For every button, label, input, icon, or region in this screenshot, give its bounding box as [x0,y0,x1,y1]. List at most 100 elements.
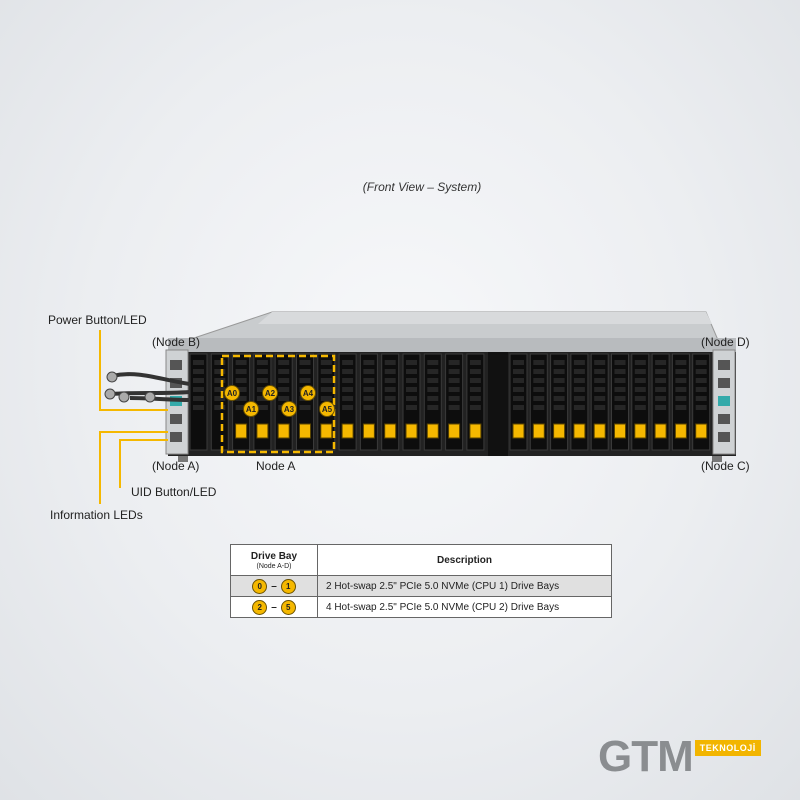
drive-vent [214,396,226,401]
drive-vent [655,405,667,410]
drive-vent [594,378,606,383]
drive-vent [675,378,687,383]
drive-vent [634,396,646,401]
drive-vent [278,378,290,383]
drive-vent [320,396,332,401]
gtm-logo: GTM TEKNOLOJİ [598,735,761,779]
drive-vent [427,360,439,365]
drive-latch [277,423,290,439]
drive-vent [278,369,290,374]
drive-vent [256,360,268,365]
drive-vent [695,396,707,401]
drive-vent [573,360,585,365]
foot-right [712,456,722,462]
view-caption: (Front View – System) [362,180,482,194]
drive-vent [320,387,332,392]
drive-vent [342,396,354,401]
drive-vent [553,369,565,374]
drive-vent [594,405,606,410]
drive-vent [278,396,290,401]
drive-vent [614,405,626,410]
bay-badge-a4: A4 [300,385,316,401]
drive-vent [214,369,226,374]
drive-vent [634,369,646,374]
drive-vent [533,405,545,410]
drive-vent [655,369,667,374]
drive-vent [448,360,460,365]
drive-vent [342,360,354,365]
drive-latch [674,423,687,439]
cable-connector-4 [144,391,156,403]
drive-vent [193,360,204,365]
drive-latch [256,423,269,439]
drive-latch [426,423,439,439]
foot-left [178,456,188,462]
drive-vent [513,396,524,401]
drive-latch [614,423,626,439]
drive-vent [320,369,332,374]
drive-latch [573,423,586,439]
drive-latch [405,423,418,439]
node-a-highlight [220,354,336,454]
drive-vent [193,378,204,383]
drive-vent [469,387,481,392]
drive-vent [634,378,646,383]
cable-1 [111,372,191,386]
right-ear-led-1 [718,360,730,370]
drive-vent [299,378,311,383]
bay-range-end-badge: 1 [280,578,296,594]
power-callout-line [99,330,168,411]
bay-badge-a2: A2 [262,385,278,401]
drive-latch [341,423,354,439]
drive-vent [384,378,396,383]
bay-badge-a5: A5 [319,401,335,417]
drive-latch [695,423,708,439]
drive-vent [469,405,481,410]
drive-vent [655,396,667,401]
left-ear-led-1 [170,360,182,370]
table-header-row: Drive Bay (Node A-D) Description [230,544,612,576]
info-callout-line [99,431,168,504]
drive-latch [235,423,248,439]
drive-vent [193,405,204,410]
left-ear-led-4 [170,414,182,424]
drive-latch [532,423,545,439]
drive-vent [256,405,268,410]
drive-vent [214,360,226,365]
drive-vent [363,360,375,365]
drive-latch [512,423,525,439]
drive-vent [320,360,332,365]
information-leds-label: Information LEDs [50,508,143,522]
drive-slot [210,353,229,451]
cable-3 [129,396,191,402]
drive-vent [675,405,687,410]
drive-vent [594,396,606,401]
drive-vent [553,360,565,365]
cable-connector-2 [104,388,116,400]
power-button-label: Power Button/LED [48,313,147,327]
bay-range-dash: – [271,580,277,592]
drive-vent [469,378,481,383]
drive-vent [675,360,687,365]
drive-vent [235,405,247,410]
drive-vent [427,405,439,410]
drive-vent [553,396,565,401]
drive-vent [614,369,626,374]
drive-vent [513,387,524,392]
drive-vent [278,360,290,365]
drive-vent [235,378,247,383]
cable-connector-1 [106,371,118,383]
logo-main-text: GTM [598,732,694,781]
logo-tag-text: TEKNOLOJİ [694,740,761,756]
drive-latch [553,423,566,439]
drive-vent [235,360,247,365]
drive-vent [448,405,460,410]
drive-vent [695,360,707,365]
drive-vent [384,369,396,374]
drive-vent [634,387,646,392]
drive-latch [634,423,647,439]
drive-vent [634,405,646,410]
table-row: 2 – 5 4 Hot-swap 2.5" PCIe 5.0 NVMe (CPU… [230,596,612,618]
drive-vent [278,387,290,392]
drive-vent [675,369,687,374]
